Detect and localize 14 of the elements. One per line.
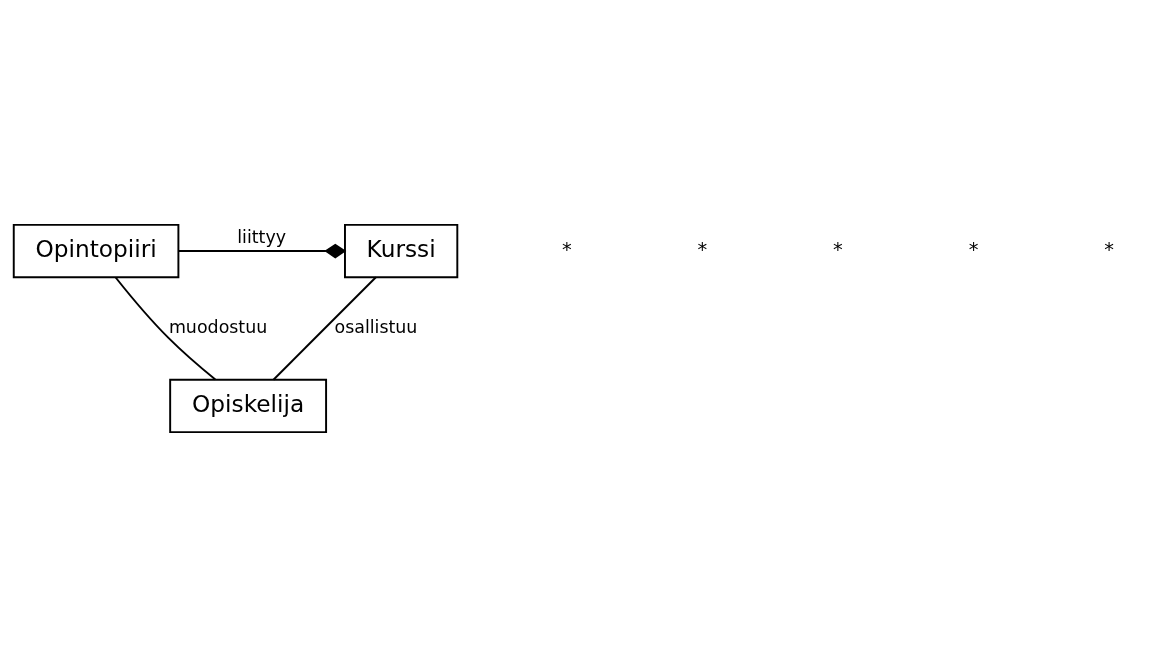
edge-label: liittyy [237, 226, 287, 247]
label: * [1104, 237, 1114, 261]
label: * [968, 237, 979, 261]
label: * [697, 237, 708, 261]
node-box: Opintopiiri [12, 223, 180, 278]
node-box: Opiskelija [169, 378, 328, 433]
connector [114, 276, 217, 380]
label: * [561, 237, 572, 261]
edge-label: muodostuu [168, 316, 268, 337]
edge-label: osallistuu [334, 316, 418, 337]
connector [272, 275, 377, 381]
connector [177, 243, 347, 258]
node-box: Kurssi [344, 223, 459, 278]
label: * [833, 237, 843, 261]
